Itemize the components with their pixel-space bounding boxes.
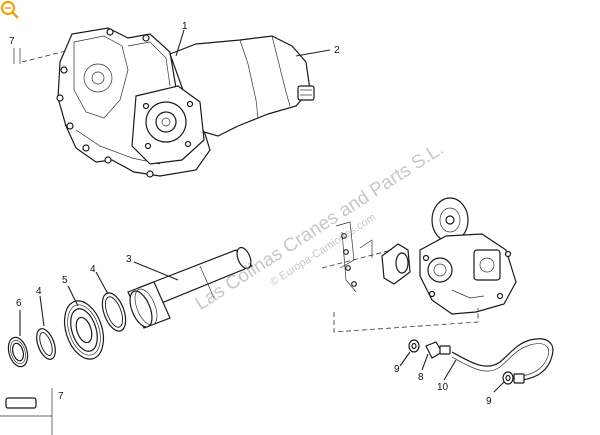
callout-1: 1	[182, 21, 188, 32]
fitting-9-left	[408, 339, 420, 353]
reference-7-top: 7	[9, 36, 71, 64]
bearing	[63, 300, 105, 360]
snap-ring-left	[36, 328, 56, 360]
union-8	[425, 341, 451, 359]
leader-5	[67, 285, 79, 307]
leader-4-left	[39, 295, 45, 327]
leader-1	[175, 29, 185, 57]
hose-10	[451, 338, 554, 384]
callout-10: 10	[437, 382, 449, 393]
magnifier-icon[interactable]	[0, 0, 19, 19]
leader-2	[295, 49, 331, 57]
callout-6: 6	[16, 298, 22, 309]
snap-ring-right	[101, 292, 127, 332]
watermark: Las Colinas Cranes and Parts S.L. © Euro…	[192, 138, 448, 314]
fitting-9-right	[502, 371, 514, 385]
callout-4-right: 4	[90, 264, 96, 275]
pto-pump-assembly	[335, 197, 517, 315]
leader-4-right	[95, 271, 109, 295]
shaft	[127, 246, 254, 329]
leader-8	[421, 353, 429, 371]
callout-5: 5	[62, 275, 68, 286]
leader-9-left	[399, 351, 411, 367]
dash-line-upper	[321, 249, 393, 269]
callout-8: 8	[418, 372, 424, 383]
callout-7-bottom: 7	[58, 391, 64, 402]
reference-7-bottom: 7	[0, 388, 64, 435]
dash-line-lower	[333, 308, 479, 333]
callout-9-right: 9	[486, 396, 492, 407]
leader-10	[443, 359, 457, 381]
watermark-company: Las Colinas Cranes and Parts S.L.	[192, 138, 448, 314]
seal	[7, 336, 29, 368]
callout-4-left: 4	[36, 286, 42, 297]
callout-7-top: 7	[9, 36, 15, 47]
callout-2: 2	[334, 45, 340, 56]
callout-9-left: 9	[394, 364, 400, 375]
leader-9-right	[493, 381, 505, 393]
callout-3: 3	[126, 254, 132, 265]
leader-3	[133, 261, 179, 281]
output-flange-housing	[131, 35, 315, 165]
